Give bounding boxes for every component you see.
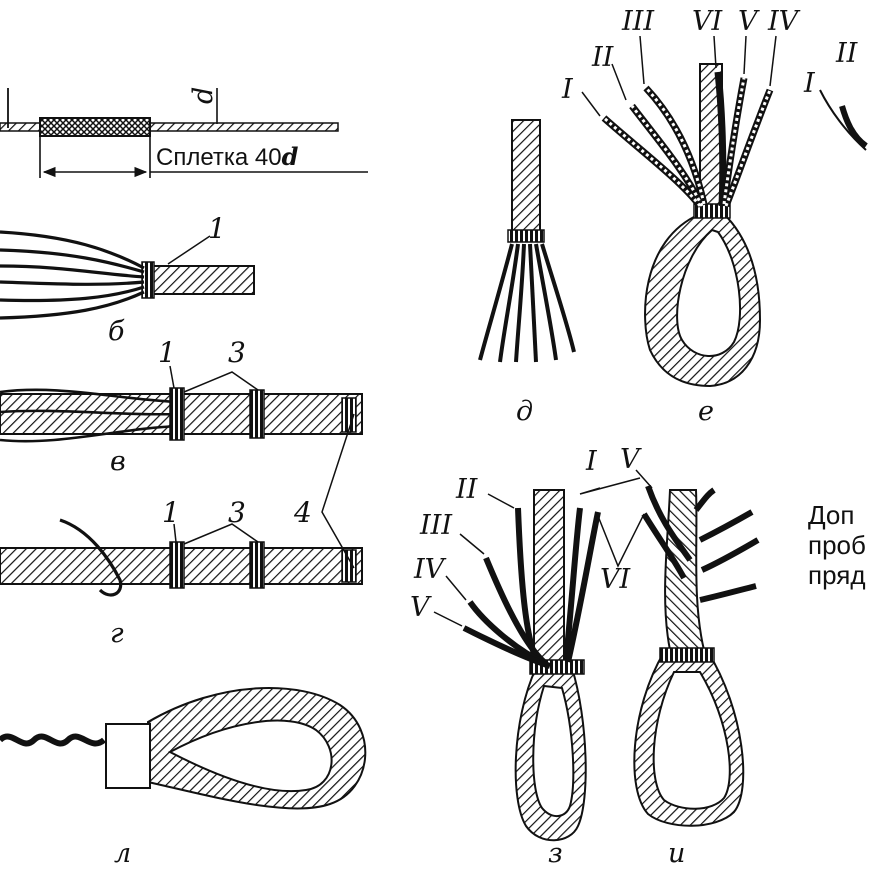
standing-part xyxy=(533,489,565,667)
leader-III xyxy=(639,35,645,85)
caption-z: з xyxy=(548,838,563,869)
roman-I: I xyxy=(561,74,574,105)
seizing-1 xyxy=(169,387,185,441)
roman-I: I xyxy=(585,446,598,477)
seizing-4 xyxy=(341,397,357,433)
note-text: Доп проб пряд xyxy=(808,500,866,590)
number-3: 3 xyxy=(228,496,246,529)
leader-II xyxy=(487,493,515,509)
tucked-strands xyxy=(641,485,760,603)
figure-d-unlaid-end: д xyxy=(478,119,576,427)
caption-g: г xyxy=(110,618,124,649)
caption-d: д xyxy=(516,396,533,427)
roman-V: V xyxy=(620,444,642,475)
leader-1 xyxy=(169,365,175,389)
leader-IV xyxy=(769,35,777,87)
leader-3 xyxy=(183,523,259,545)
loose-strands xyxy=(0,230,145,320)
figure-e-eye-strands: I II III VI V IV е xyxy=(561,6,801,427)
seizing xyxy=(659,647,715,663)
rope-shaft xyxy=(0,122,339,132)
rope-end xyxy=(511,119,541,237)
leader-I xyxy=(581,91,601,117)
number-1: 1 xyxy=(208,212,226,245)
roman-II: II xyxy=(455,474,479,505)
eye-hole xyxy=(652,671,731,810)
caption-b: б xyxy=(108,316,125,347)
partial-strand xyxy=(819,89,867,151)
roman-II: II xyxy=(835,38,859,69)
leader-III xyxy=(459,533,485,555)
figure-g-splice: 1 3 4 г xyxy=(0,413,363,649)
leader-VI xyxy=(597,513,645,568)
seizing-3 xyxy=(249,389,265,439)
leader-V xyxy=(433,611,463,627)
dim-d-label: d xyxy=(188,87,219,104)
loose-strand xyxy=(59,518,123,597)
note-line-1: Доп xyxy=(808,500,854,530)
splice-section xyxy=(39,117,151,137)
roman-V: V xyxy=(410,592,432,623)
number-1: 1 xyxy=(162,496,180,529)
tucked-strands xyxy=(0,388,181,443)
roman-III: III xyxy=(419,510,453,541)
leader-II xyxy=(611,63,627,101)
caption-e: е xyxy=(698,396,714,427)
partial-strand xyxy=(839,105,868,149)
roman-II: II xyxy=(591,42,615,73)
leader-4 xyxy=(321,413,355,569)
number-3: 3 xyxy=(228,336,246,369)
caption-v: в xyxy=(110,446,126,477)
note-line-3: пряд xyxy=(808,560,866,590)
figure-l-thimble: л xyxy=(0,687,367,869)
splice-label: Сплетка 40d xyxy=(156,142,299,171)
roman-III: III xyxy=(621,6,655,37)
seizing xyxy=(507,229,545,243)
ferrule xyxy=(105,723,151,789)
strand-shading xyxy=(603,77,772,207)
thimble-inner xyxy=(167,719,333,793)
leader-VI xyxy=(713,35,717,69)
roman-VI: VI xyxy=(692,6,723,37)
caption-i: и xyxy=(668,838,685,869)
figure-partial-right: II I xyxy=(803,38,868,151)
eye-hole xyxy=(532,684,575,817)
leader-IV xyxy=(445,575,467,601)
leader-3 xyxy=(183,371,259,393)
number-4: 4 xyxy=(293,496,312,529)
roman-V: V xyxy=(738,6,760,37)
crimped-rope xyxy=(0,733,106,747)
note-line-2: проб xyxy=(808,530,866,560)
seizing-3 xyxy=(249,541,265,589)
leader-V xyxy=(635,469,653,489)
seizing-4 xyxy=(341,549,357,583)
tuck-strands xyxy=(462,507,601,669)
figure-b-unlaid-strands: 1 б xyxy=(0,212,255,347)
standing-part xyxy=(664,489,706,651)
roman-I: I xyxy=(803,68,816,99)
seizing-1 xyxy=(141,261,155,299)
seizing xyxy=(693,203,731,219)
leader-V xyxy=(743,35,747,75)
roman-IV: IV xyxy=(767,6,801,37)
roman-VI: VI xyxy=(600,564,631,595)
number-1: 1 xyxy=(158,336,176,369)
caption-l: л xyxy=(114,838,131,869)
rope-end xyxy=(151,265,255,295)
figure-z-eye: II III IV V з xyxy=(410,474,645,869)
leader-I xyxy=(579,477,641,495)
seizing-1 xyxy=(169,541,185,589)
leader-1 xyxy=(167,235,211,265)
roman-IV: IV xyxy=(413,554,447,585)
splice-length-figure: d Сплетка 40d xyxy=(0,87,368,178)
splayed-strands xyxy=(478,243,576,363)
figure-i-eye: I V VI и xyxy=(585,444,760,869)
leader-1 xyxy=(173,523,177,543)
figure-v-tucked: 1 3 в xyxy=(0,336,363,477)
eye-hole xyxy=(676,228,742,357)
